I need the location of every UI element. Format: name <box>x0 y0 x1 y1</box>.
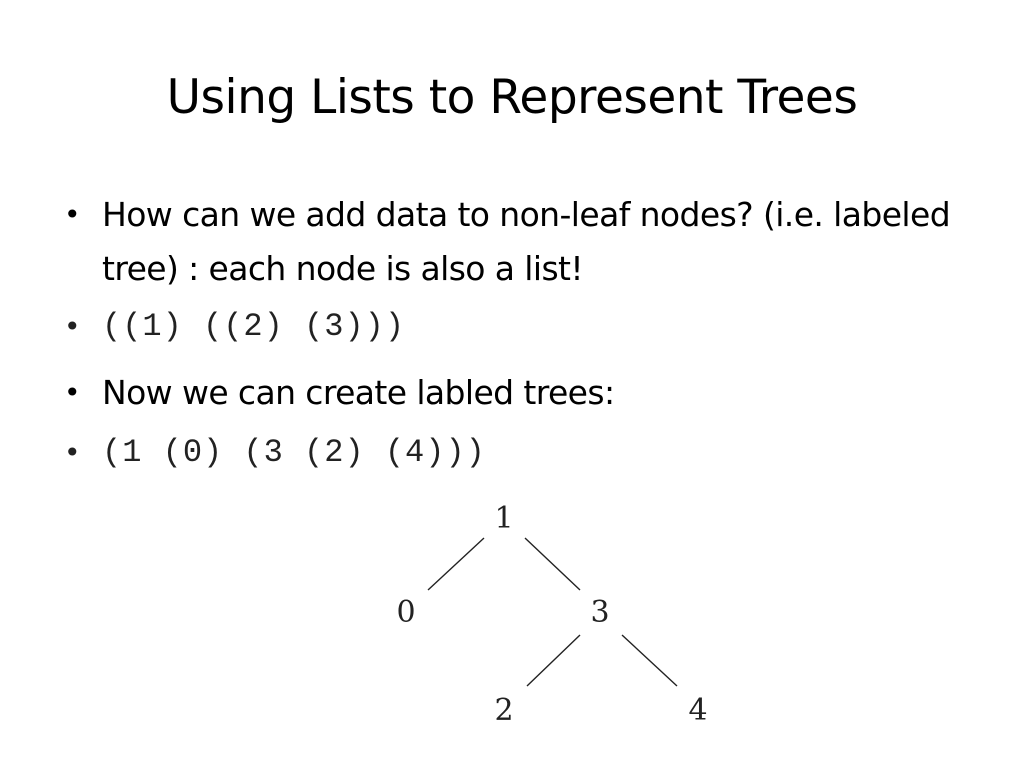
bullet-item-1: • How can we add data to non-leaf nodes?… <box>60 188 960 296</box>
bullet-item-2: • ((1) ((2) (3))) <box>60 300 960 354</box>
bullet-text-1: How can we add data to non-leaf nodes? (… <box>102 195 951 288</box>
bullet-code-1: ((1) ((2) (3))) <box>102 308 406 345</box>
bullet-list: • How can we add data to non-leaf nodes?… <box>60 188 960 480</box>
bullet-icon: • <box>64 376 81 409</box>
bullet-text-2: Now we can create labled trees: <box>102 373 615 412</box>
tree-node-2: 2 <box>494 693 513 728</box>
bullet-icon: • <box>64 198 81 231</box>
bullet-code-2: (1 (0) (3 (2) (4))) <box>102 434 486 471</box>
tree-node-0: 0 <box>396 595 415 630</box>
tree-node-3: 3 <box>590 595 609 630</box>
bullet-icon: • <box>64 310 82 343</box>
bullet-item-3: • Now we can create labled trees: <box>60 366 960 420</box>
tree-svg: 1 0 3 2 4 <box>396 501 707 728</box>
tree-diagram: 1 0 3 2 4 <box>360 490 740 740</box>
bullet-item-4: • (1 (0) (3 (2) (4))) <box>60 426 960 480</box>
tree-edge-n3-n4 <box>621 634 678 687</box>
tree-edge-n1-n0 <box>427 537 485 591</box>
tree-edge-n1-n3 <box>524 537 581 591</box>
slide-title: Using Lists to Represent Trees <box>166 70 858 125</box>
tree-edge-n3-n2 <box>526 634 581 687</box>
bullet-icon: • <box>64 436 82 469</box>
tree-node-4: 4 <box>688 693 707 728</box>
tree-node-1: 1 <box>494 501 513 536</box>
